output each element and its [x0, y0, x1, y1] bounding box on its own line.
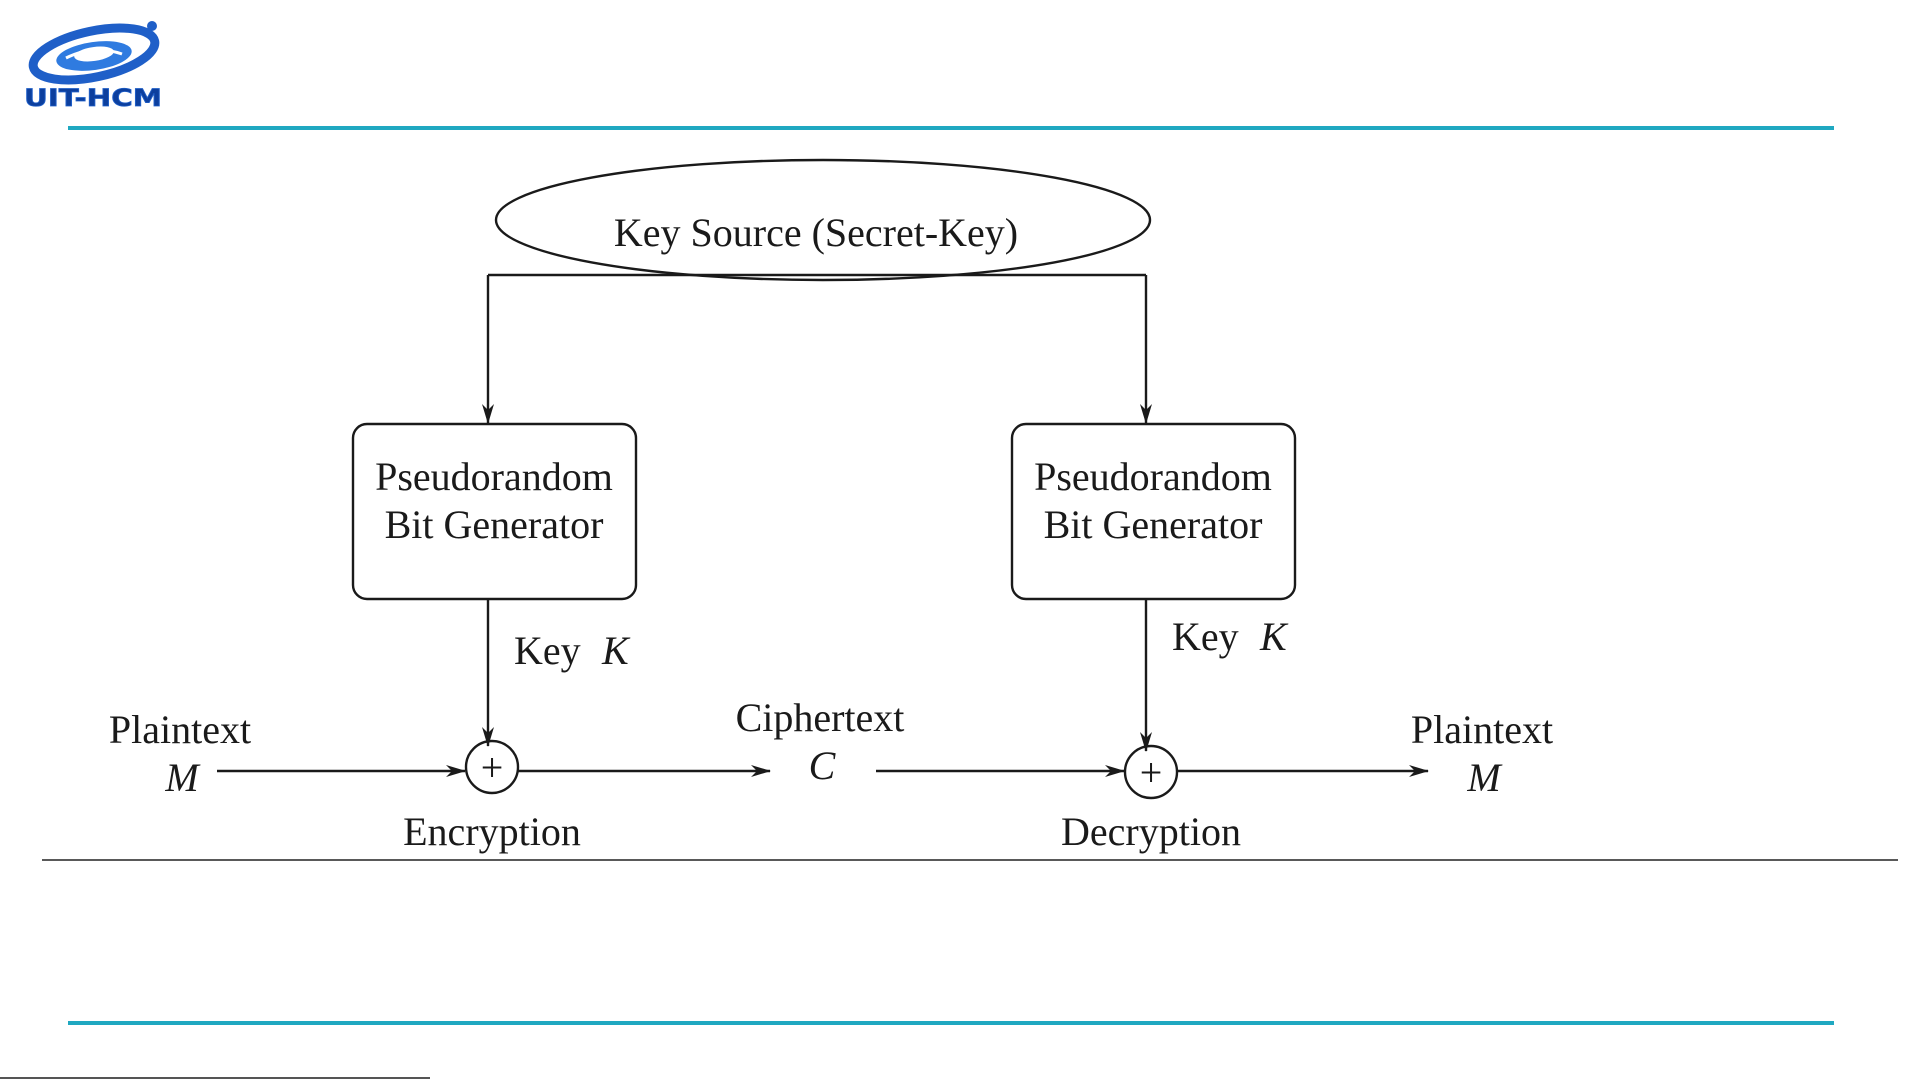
plaintext-out: Plaintext M [1177, 707, 1553, 800]
xor-decrypt-symbol: + [1140, 750, 1163, 795]
plaintext-in-symbol: M [164, 755, 201, 800]
decryption-label: Decryption [1061, 809, 1241, 854]
ciphertext: Ciphertext C [518, 695, 1124, 788]
key-right-symbol: K [1259, 614, 1289, 659]
key-right-word: Key [1172, 614, 1239, 659]
key-source-label: Key Source (Secret-Key) [614, 210, 1018, 255]
ciphertext-word: Ciphertext [736, 695, 905, 740]
key-left-symbol: K [601, 628, 631, 673]
prbg-left-line1: Pseudorandom [375, 454, 613, 499]
prbg-left-node: Pseudorandom Bit Generator [353, 424, 636, 599]
prbg-right-line1: Pseudorandom [1034, 454, 1272, 499]
prbg-left-line2: Bit Generator [385, 502, 604, 547]
encryption-label: Encryption [403, 809, 581, 854]
key-distribution-edges [488, 275, 1146, 423]
xor-encrypt-symbol: + [481, 745, 504, 790]
key-left-word: Key [514, 628, 581, 673]
plaintext-out-symbol: M [1466, 755, 1503, 800]
ciphertext-symbol: C [809, 743, 837, 788]
key-source-node: Key Source (Secret-Key) [496, 160, 1150, 280]
plaintext-in: Plaintext M [109, 707, 465, 800]
prbg-right-node: Pseudorandom Bit Generator [1012, 424, 1295, 599]
prbg-right-line2: Bit Generator [1044, 502, 1263, 547]
plaintext-out-word: Plaintext [1411, 707, 1553, 752]
xor-encrypt-node: + [466, 741, 518, 793]
plaintext-in-word: Plaintext [109, 707, 251, 752]
xor-decrypt-node: + [1125, 746, 1177, 798]
